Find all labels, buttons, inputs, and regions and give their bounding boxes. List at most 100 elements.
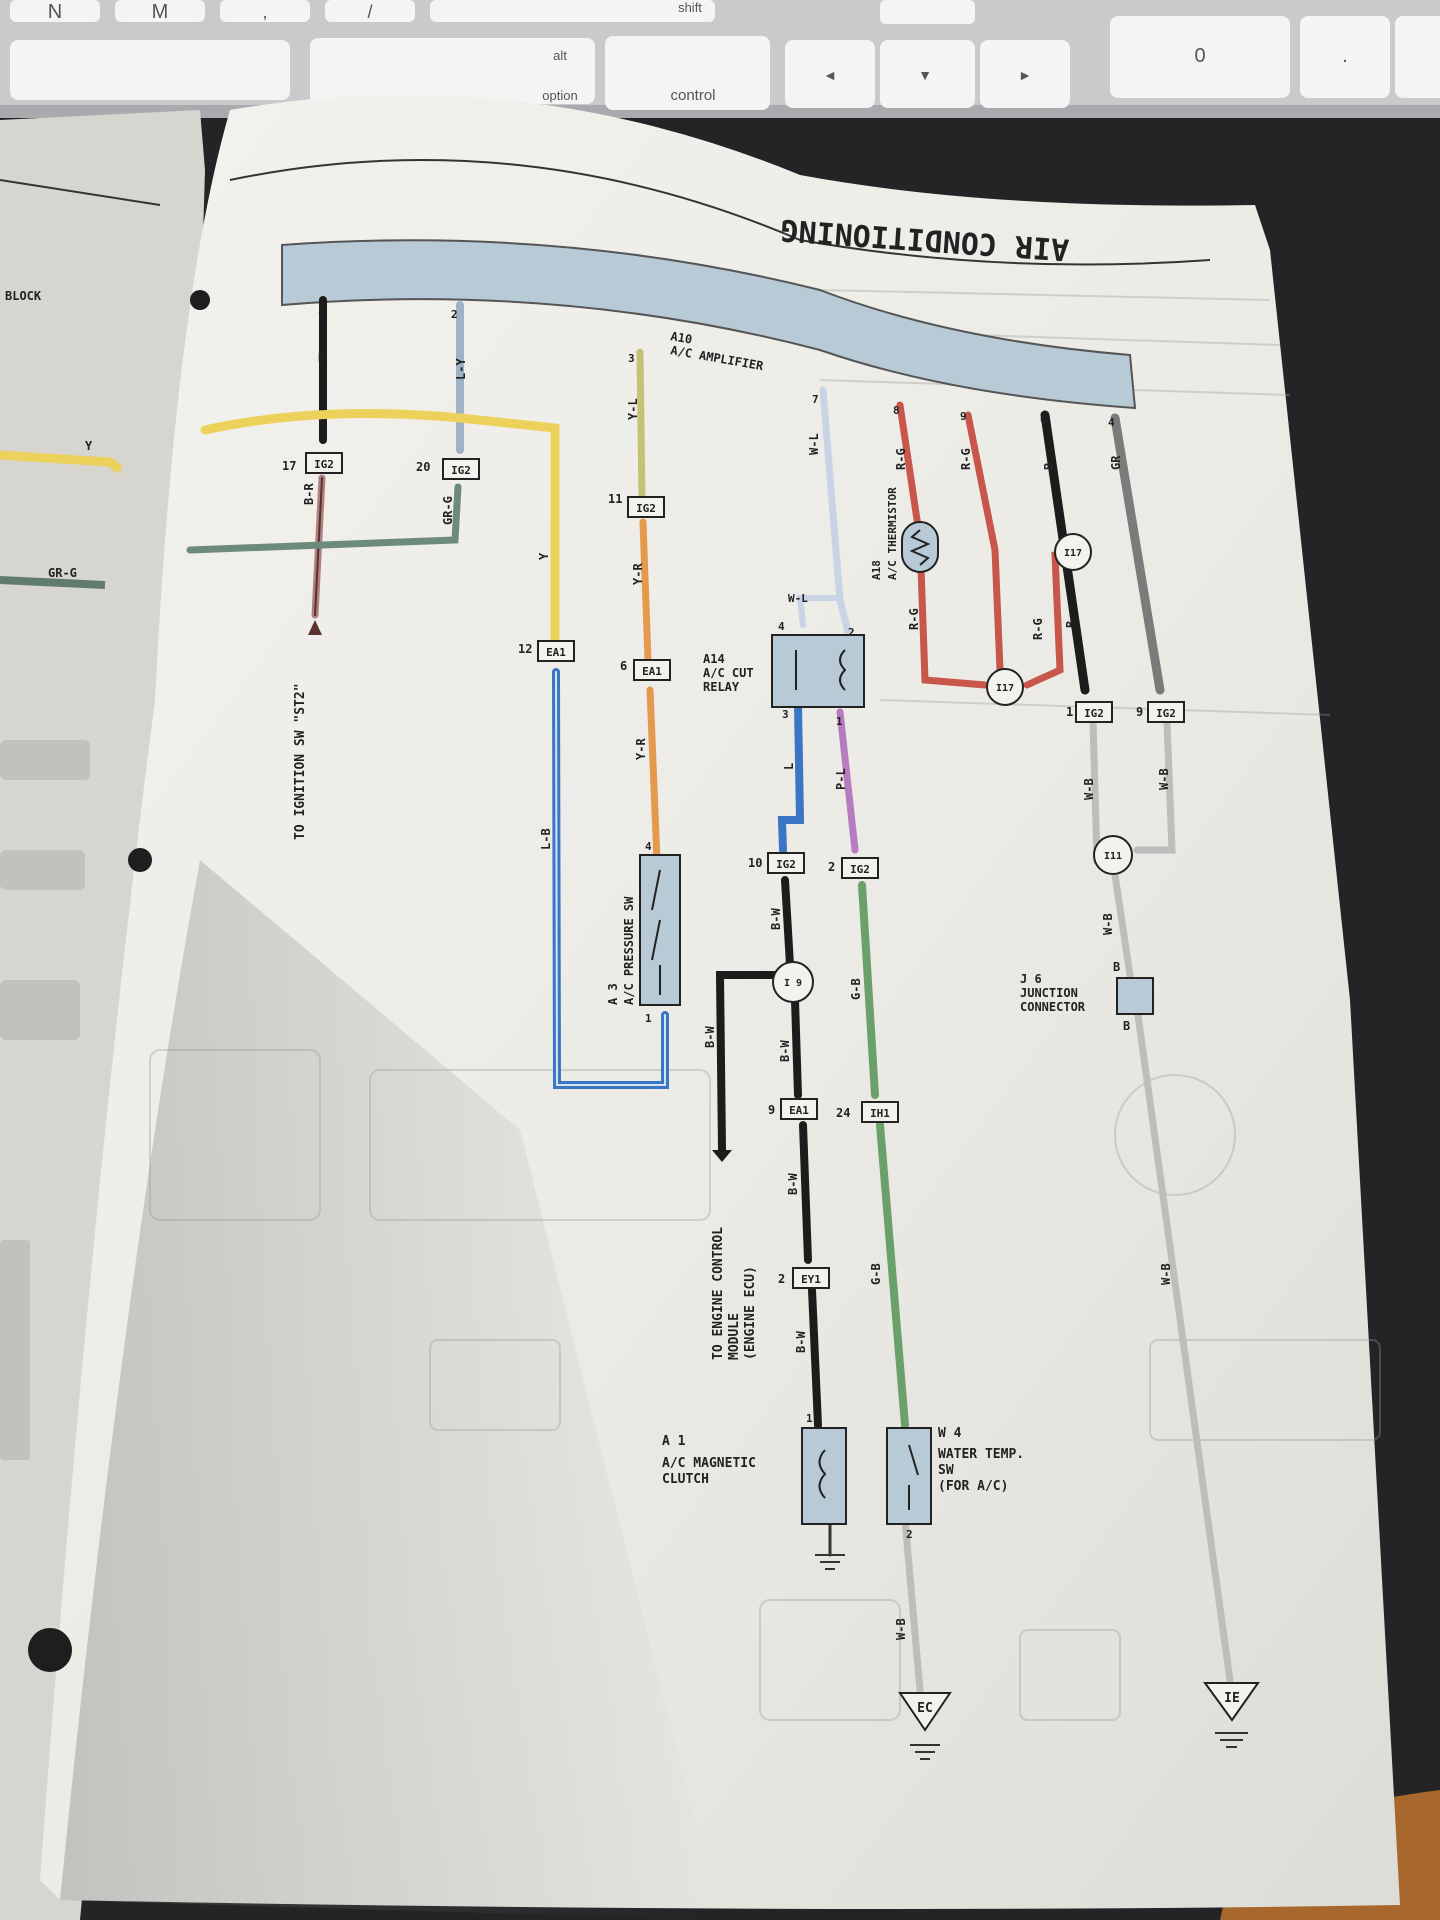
- svg-text:(ENGINE ECU): (ENGINE ECU): [743, 1266, 758, 1360]
- wire-labels: B B-R L-Y GR-G Y-L Y-R Y-R Y L-B W-L W-L…: [302, 351, 1173, 1640]
- wire-label-grg: GR-G: [441, 496, 455, 525]
- svg-text:9: 9: [1136, 705, 1143, 719]
- svg-text:I 9: I 9: [784, 978, 802, 989]
- svg-text:EY1: EY1: [801, 1273, 821, 1286]
- wire-wb-b: [1133, 718, 1176, 854]
- svg-text:A/C CUT: A/C CUT: [703, 666, 754, 680]
- header-rule: [229, 159, 1211, 266]
- wire-bw-4: [799, 1121, 812, 1264]
- coil-icon: [839, 649, 847, 691]
- svg-text:M: M: [152, 1, 169, 23]
- svg-text:4: 4: [778, 620, 785, 633]
- svg-text:I11: I11: [1104, 851, 1122, 862]
- svg-text:9: 9: [768, 1103, 775, 1117]
- ignition-label: TO IGNITION SW "ST2": [293, 683, 308, 840]
- key[interactable]: control: [605, 36, 770, 110]
- key[interactable]: /: [325, 0, 415, 22]
- svg-text:A 3: A 3: [606, 983, 620, 1005]
- svg-text:6: 6: [620, 659, 627, 673]
- svg-text:12: 12: [518, 642, 532, 656]
- connector-ig2-2: 2 IG2: [828, 857, 879, 879]
- svg-text:option: option: [542, 88, 577, 103]
- svg-text:SW: SW: [938, 1463, 954, 1478]
- amplifier-pins: 5 2 3 7 8 9 6 4: [318, 304, 1115, 429]
- wire-wb-ec: [901, 1516, 924, 1694]
- wire-bw: [781, 876, 794, 969]
- svg-text:IG2: IG2: [1156, 707, 1176, 720]
- wire-label-wb-2: W-B: [1157, 768, 1171, 790]
- wire-label-wl: W-L: [807, 433, 821, 455]
- wire-wb-d: [1134, 1011, 1234, 1684]
- svg-text:GR-G: GR-G: [48, 566, 77, 580]
- svg-text:IG2: IG2: [1084, 707, 1104, 720]
- svg-text:WATER TEMP.: WATER TEMP.: [938, 1447, 1024, 1462]
- key[interactable]: ,: [220, 0, 310, 22]
- connector-ig2-10: 10 IG2: [748, 852, 805, 874]
- svg-text:2: 2: [828, 860, 835, 874]
- wire-yr: [639, 518, 652, 664]
- wire-label-bw-4: B-W: [786, 1173, 800, 1195]
- splice-i9: I 9: [772, 961, 814, 1003]
- svg-text:IG2: IG2: [776, 858, 796, 871]
- wire-l: [777, 701, 805, 854]
- wire-label-gb-2: G-B: [869, 1263, 883, 1285]
- connector-ey1-2: 2 EY1: [778, 1267, 830, 1289]
- wire-label-b-2: B: [1042, 463, 1056, 470]
- key[interactable]: .: [1300, 16, 1390, 98]
- wire-label-bw-2: B-W: [703, 1026, 717, 1048]
- svg-text:IG2: IG2: [850, 863, 870, 876]
- svg-text:I17: I17: [1064, 548, 1082, 559]
- svg-text:A/C MAGNETIC: A/C MAGNETIC: [662, 1456, 756, 1471]
- wire-label-yr: Y-R: [631, 563, 645, 585]
- key[interactable]: 0: [1110, 16, 1290, 98]
- svg-text:3: 3: [782, 708, 789, 721]
- key[interactable]: ►: [980, 40, 1070, 108]
- key[interactable]: N: [10, 0, 100, 23]
- svg-text:IG2: IG2: [451, 464, 471, 477]
- wire-y: [200, 409, 560, 645]
- svg-text:4: 4: [1108, 416, 1115, 429]
- svg-text:20: 20: [416, 460, 430, 474]
- svg-text:I17: I17: [996, 683, 1014, 694]
- junction-symbol: [1116, 977, 1154, 1015]
- key[interactable]: shift: [430, 0, 715, 22]
- svg-text:24: 24: [836, 1106, 850, 1120]
- wire-label-br: B-R: [302, 483, 316, 505]
- svg-text:►: ►: [1018, 67, 1032, 83]
- wire-label-rg-4: R-G: [1031, 618, 1045, 640]
- amplifier-code: A10: [669, 329, 693, 347]
- key[interactable]: M: [115, 0, 205, 23]
- svg-text:2: 2: [778, 1272, 785, 1286]
- svg-text:IG2: IG2: [636, 502, 656, 515]
- svg-text:8: 8: [893, 404, 900, 417]
- svg-text:.: .: [1342, 45, 1348, 67]
- svg-text:IH1: IH1: [870, 1107, 890, 1120]
- splice-i17-upper: I17: [1054, 533, 1092, 571]
- wire-yl: [636, 348, 646, 504]
- svg-text:10: 10: [748, 856, 762, 870]
- key[interactable]: ▼: [880, 0, 975, 108]
- wire-label-b: B: [318, 351, 325, 365]
- ground-ie: IE: [1203, 1682, 1260, 1748]
- ground-clutch-icon: [815, 1554, 845, 1570]
- svg-text:N: N: [48, 1, 62, 23]
- wire-pl: [836, 708, 859, 854]
- key[interactable]: ◄: [785, 40, 875, 108]
- relay-symbol: [771, 634, 865, 708]
- splice-i11: I11: [1093, 835, 1133, 875]
- ground-ie-icon: [1215, 1732, 1248, 1748]
- svg-text:A18: A18: [870, 560, 883, 580]
- connector-ig2-9: 9 IG2: [1136, 701, 1185, 723]
- svg-text:EA1: EA1: [546, 646, 566, 659]
- wire-bw-5: [808, 1286, 822, 1429]
- svg-text:A14: A14: [703, 652, 725, 666]
- wire-gr: [1110, 413, 1165, 695]
- wire-label-rg-2: R-G: [959, 448, 973, 470]
- page-shadow: [60, 860, 720, 1920]
